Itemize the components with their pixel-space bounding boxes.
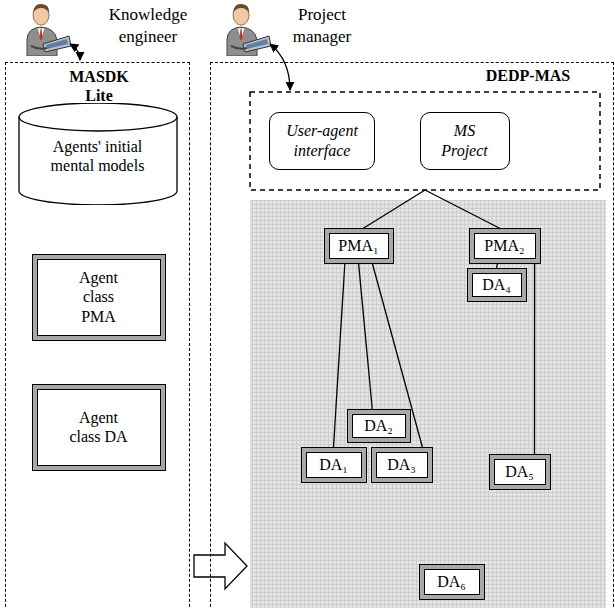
agent-box: DA₂ xyxy=(348,410,410,442)
node-label: DA₄ xyxy=(482,275,511,294)
agent-link xyxy=(534,263,535,455)
agent-box: PMA₂ xyxy=(470,229,540,263)
agent-box: PMA₁ xyxy=(325,229,393,263)
node-label: PMA₁ xyxy=(338,236,378,255)
node-label: Agents' initial mental models xyxy=(38,103,158,175)
system-panel: MASDK LiteAgents' initial mental modelsA… xyxy=(5,62,190,608)
agent-box: Agent class PMA xyxy=(33,255,165,340)
person-icon xyxy=(227,4,271,56)
link-line xyxy=(359,190,425,231)
component-box: User-agent interface xyxy=(269,112,375,170)
node-label: DA₅ xyxy=(505,462,534,481)
role-label: Project manager xyxy=(282,4,362,48)
node-label: Agent class PMA xyxy=(68,268,130,326)
node-label: Agent class DA xyxy=(68,408,130,446)
node-label: PMA₂ xyxy=(484,236,524,255)
agent-link xyxy=(359,263,373,410)
database-cylinder: Agents' initial mental models xyxy=(18,103,178,205)
node-label: User-agent interface xyxy=(276,121,368,159)
node-label: DA₂ xyxy=(364,416,393,435)
cylinder-rim xyxy=(19,117,177,131)
node-label: DA₆ xyxy=(437,572,466,591)
node-label: DA₃ xyxy=(387,455,416,474)
role-label: Knowledge engineer xyxy=(98,4,198,48)
panel-title: DEDP-MAS xyxy=(473,66,583,85)
cylinder-body xyxy=(19,103,177,205)
node-label: DA₁ xyxy=(319,455,348,474)
agent-area xyxy=(250,200,606,608)
agent-box: DA₆ xyxy=(420,565,484,599)
person-icon xyxy=(27,4,71,56)
agent-box: DA₅ xyxy=(490,455,550,489)
agent-link xyxy=(334,263,345,448)
system-panel: DEDP-MAS User-agent interface MS ProjectPM… xyxy=(210,62,614,608)
transfer-arrow xyxy=(194,543,247,589)
interaction-arrow xyxy=(270,44,290,90)
link-line xyxy=(425,190,505,231)
component-box: MS Project xyxy=(420,112,510,170)
agent-box: Agent class DA xyxy=(33,385,165,470)
agent-box: DA₄ xyxy=(468,269,526,301)
agent-box: DA₁ xyxy=(302,448,366,482)
agent-box: DA₃ xyxy=(372,448,432,482)
interaction-arrow xyxy=(70,44,80,60)
node-label: MS Project xyxy=(432,121,498,159)
panel-title: MASDK Lite xyxy=(63,67,135,105)
interface-group xyxy=(250,92,600,190)
